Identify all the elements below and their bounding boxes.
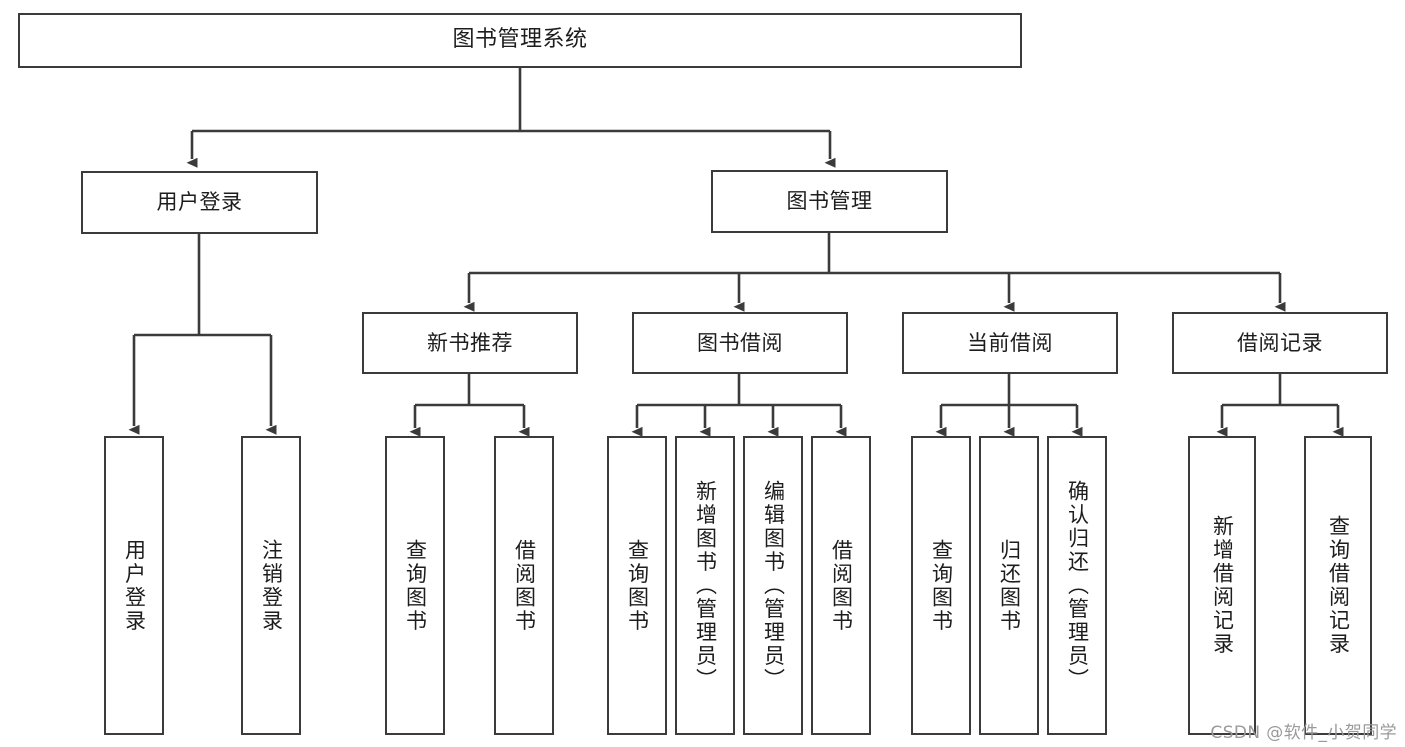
- node-label: 借阅图书: [829, 538, 854, 633]
- node-label: 归还图书: [997, 538, 1022, 633]
- leaf-borrow-query-book[interactable]: 查询图书: [607, 436, 667, 735]
- node-label: 确认归还（管理员）: [1065, 479, 1090, 692]
- leaf-user-login-signout[interactable]: 注销登录: [241, 436, 301, 735]
- node-label: 用户登录: [156, 190, 243, 215]
- leaf-borrow-add-book[interactable]: 新增图书（管理员）: [675, 436, 735, 735]
- node-label: 注销登录: [259, 538, 284, 633]
- node-label: 借阅图书: [512, 538, 537, 633]
- leaf-recommend-query-book[interactable]: 查询图书: [385, 436, 445, 735]
- csdn-watermark: CSDN @软件_小贺同学: [1210, 723, 1397, 743]
- node-user-login[interactable]: 用户登录: [81, 171, 318, 234]
- leaf-current-confirm-return[interactable]: 确认归还（管理员）: [1047, 436, 1107, 735]
- leaf-user-login-signin[interactable]: 用户登录: [104, 436, 164, 735]
- node-label: 查询图书: [403, 538, 428, 633]
- node-book-borrow[interactable]: 图书借阅: [632, 312, 848, 374]
- leaf-current-query-book[interactable]: 查询图书: [911, 436, 971, 735]
- node-label: 当前借阅: [967, 330, 1053, 355]
- node-borrow-record[interactable]: 借阅记录: [1172, 312, 1388, 374]
- node-label: 查询借阅记录: [1326, 515, 1351, 656]
- node-root-system[interactable]: 图书管理系统: [18, 13, 1022, 68]
- node-label: 用户登录: [122, 538, 147, 633]
- leaf-borrow-edit-book[interactable]: 编辑图书（管理员）: [743, 436, 803, 735]
- node-label: 借阅记录: [1237, 330, 1323, 355]
- node-current-borrow[interactable]: 当前借阅: [902, 312, 1118, 374]
- node-label: 图书管理系统: [452, 27, 588, 53]
- node-label: 编辑图书（管理员）: [761, 479, 786, 692]
- leaf-current-return-book[interactable]: 归还图书: [979, 436, 1039, 735]
- leaf-record-query-record[interactable]: 查询借阅记录: [1304, 436, 1372, 735]
- leaf-recommend-borrow-book[interactable]: 借阅图书: [494, 436, 554, 735]
- leaf-borrow-borrow-book[interactable]: 借阅图书: [811, 436, 871, 735]
- node-new-book-recommend[interactable]: 新书推荐: [362, 312, 578, 374]
- node-label: 查询图书: [929, 538, 954, 633]
- node-label: 新增借阅记录: [1210, 515, 1235, 656]
- node-label: 查询图书: [625, 538, 650, 633]
- node-label: 新书推荐: [427, 330, 513, 355]
- node-label: 图书管理: [786, 189, 873, 214]
- node-label: 图书借阅: [697, 330, 783, 355]
- leaf-record-add-record[interactable]: 新增借阅记录: [1188, 436, 1256, 735]
- node-label: 新增图书（管理员）: [693, 479, 718, 692]
- node-book-management[interactable]: 图书管理: [711, 170, 948, 233]
